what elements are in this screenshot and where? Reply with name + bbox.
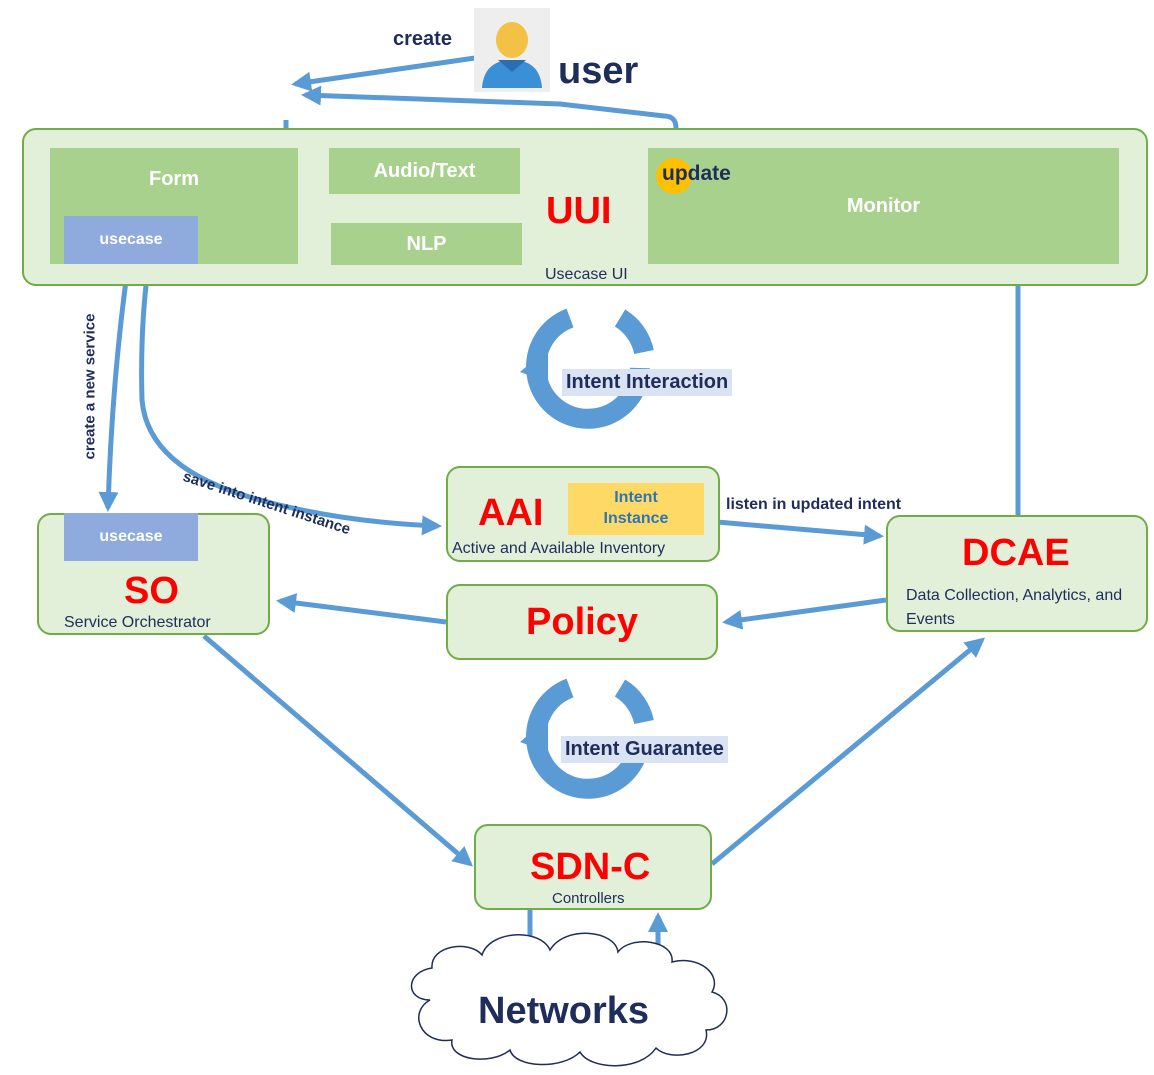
so-to-sdnc-arrow [202, 634, 474, 867]
monitor-label: Monitor [846, 194, 921, 217]
intent-guarantee-cycle-icon [520, 678, 654, 799]
intent-interaction-cycle-icon [520, 308, 654, 429]
policy-node[interactable]: Policy [446, 584, 718, 660]
uui-usecase-block[interactable]: usecase [64, 216, 198, 264]
sdnc-title: SDN-C [530, 846, 651, 888]
monitor-block[interactable]: Monitor [648, 148, 1119, 264]
policy-to-so-arrow [276, 593, 447, 625]
intent-instance-block[interactable]: Intent Instance [568, 483, 704, 535]
nlp-label: NLP [406, 232, 447, 255]
aai-subtitle: Active and Available Inventory [452, 540, 666, 557]
dcae-to-policy-arrow [722, 597, 887, 630]
nlp-block[interactable]: NLP [331, 223, 522, 265]
create-new-service-label: create a new service [81, 313, 99, 460]
audio-text-label: Audio/Text [373, 159, 476, 182]
update-arrow [301, 85, 679, 148]
sdnc-to-dcae-arrow [710, 637, 986, 866]
uui-subtitle: Usecase UI [545, 266, 628, 283]
intent-guarantee-label: Intent Guarantee [561, 736, 728, 763]
update-label: update [662, 162, 731, 185]
so-usecase-block[interactable]: usecase [64, 513, 198, 561]
uui-usecase-label: usecase [99, 231, 163, 248]
so-title: SO [124, 570, 179, 612]
create-label: create [393, 28, 452, 50]
dcae-node[interactable] [886, 515, 1148, 632]
sdnc-subtitle: Controllers [552, 890, 625, 907]
dcae-title: DCAE [962, 532, 1070, 574]
dcae-subtitle: Data Collection, Analytics, and Events [906, 587, 1123, 628]
save-intent-arrow [139, 267, 442, 536]
so-usecase-label: usecase [99, 528, 163, 545]
intent-interaction-label: Intent Interaction [562, 369, 733, 396]
sdnc-node[interactable] [474, 824, 712, 910]
update-badge [656, 158, 692, 194]
create-service-arrow [98, 265, 131, 512]
networks-label: Networks [478, 990, 650, 1032]
user-avatar-icon[interactable] [474, 8, 550, 92]
uui-title: UUI [546, 190, 612, 232]
create-arrow [291, 55, 476, 92]
form-label: Form [149, 168, 199, 190]
policy-title: Policy [526, 600, 638, 643]
audio-text-block[interactable]: Audio/Text [329, 148, 520, 194]
intent-instance-label: Intent Instance [603, 489, 669, 527]
listen-intent-label: listen in updated intent [726, 496, 902, 513]
networks-cloud-icon [410, 932, 728, 1067]
so-subtitle: Service Orchestrator [64, 614, 211, 631]
listen-intent-arrow [716, 519, 884, 545]
aai-title: AAI [478, 492, 544, 534]
user-label: user [558, 50, 639, 92]
